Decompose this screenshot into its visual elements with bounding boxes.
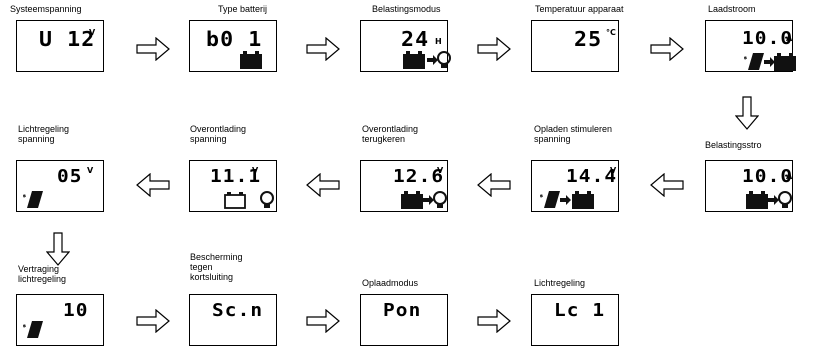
arrow-right-icon bbox=[477, 309, 511, 333]
caption-opladen-stimuleren: Opladen stimuleren spanning bbox=[534, 124, 613, 144]
arrow-right-icon bbox=[477, 37, 511, 61]
solar-panel-icon bbox=[540, 191, 560, 208]
lcd-value: 11.1 bbox=[210, 166, 262, 187]
caption-laadstroom: Laadstroom bbox=[708, 4, 756, 14]
lcd-belastingsstroom: 10.0 A bbox=[705, 160, 793, 212]
lcd-value: 05 bbox=[57, 166, 83, 187]
battery-icon bbox=[746, 191, 768, 209]
battery-icon bbox=[401, 191, 423, 209]
caption-lichtregeling-spanning: Lichtregeling spanning bbox=[18, 124, 70, 144]
lcd-value: 10 bbox=[63, 300, 89, 321]
battery-icon bbox=[774, 53, 796, 71]
arrow-left-icon bbox=[477, 173, 511, 197]
arrow-right-icon bbox=[136, 37, 170, 61]
arrow-right-icon bbox=[306, 309, 340, 333]
caption-systeemspanning: Systeemspanning bbox=[10, 4, 82, 14]
lcd-value: Lc 1 bbox=[554, 300, 606, 321]
caption-overontlading-spanning: Overontlading spanning bbox=[190, 124, 247, 144]
battery-outline-icon bbox=[224, 192, 246, 209]
lcd-systeemspanning: U 12 V bbox=[16, 20, 104, 72]
lcd-unit: A bbox=[786, 172, 793, 181]
battery-icon bbox=[403, 51, 425, 69]
bulb-icon bbox=[260, 191, 274, 209]
lcd-value: Pon bbox=[383, 300, 422, 321]
lcd-value: 24 bbox=[401, 27, 430, 51]
caption-belastingsmodus: Belastingsmodus bbox=[372, 4, 441, 14]
lcd-unit: V bbox=[252, 166, 259, 175]
solar-panel-icon bbox=[23, 321, 43, 338]
lcd-value: U 12 bbox=[39, 27, 96, 51]
lcd-bescherming: Sc.n bbox=[189, 294, 277, 346]
caption-overontlading-terugkeren: Overontlading terugkeren bbox=[362, 124, 419, 144]
caption-temperatuur: Temperatuur apparaat bbox=[535, 4, 624, 14]
arrow-right-icon bbox=[560, 195, 571, 205]
arrow-down-icon bbox=[735, 96, 759, 130]
caption-type-batterij: Type batterij bbox=[218, 4, 268, 14]
lcd-unit: V bbox=[610, 166, 617, 175]
lcd-lichtregeling: Lc 1 bbox=[531, 294, 619, 346]
lcd-value: b0 1 bbox=[206, 27, 263, 51]
battery-icon bbox=[572, 191, 594, 209]
solar-panel-icon bbox=[23, 191, 43, 208]
lcd-temperatuur: 25 °C bbox=[531, 20, 619, 72]
lcd-overontlading-terugkeren: 12.6 V bbox=[360, 160, 448, 212]
arrow-left-icon bbox=[306, 173, 340, 197]
caption-vertraging: Vertraging lichtregeling bbox=[18, 264, 67, 284]
lcd-value: 10.0 bbox=[742, 28, 794, 49]
bulb-icon bbox=[433, 191, 447, 209]
arrow-left-icon bbox=[650, 173, 684, 197]
lcd-unit: V bbox=[89, 28, 96, 37]
solar-panel-icon bbox=[744, 53, 764, 70]
lcd-belastingsmodus: 24 H bbox=[360, 20, 451, 72]
arrow-right-icon bbox=[306, 37, 340, 61]
lcd-opladen-stimuleren: 14.4 V bbox=[531, 160, 619, 212]
lcd-value: 10.0 bbox=[742, 166, 794, 187]
lcd-vertraging: 10 bbox=[16, 294, 104, 346]
lcd-unit: A bbox=[786, 34, 793, 43]
arrow-left-icon bbox=[136, 173, 170, 197]
lcd-value: Sc.n bbox=[212, 300, 264, 321]
lcd-unit: H bbox=[435, 37, 442, 46]
bulb-icon bbox=[437, 51, 451, 69]
caption-oplaadmodus: Oplaadmodus bbox=[362, 278, 419, 288]
arrow-right-icon bbox=[136, 309, 170, 333]
lcd-unit: V bbox=[87, 166, 94, 175]
lcd-lichtregeling-spanning: 05 V bbox=[16, 160, 104, 212]
lcd-value: 25 bbox=[574, 27, 603, 51]
arrow-down-icon bbox=[46, 232, 70, 266]
lcd-unit: °C bbox=[606, 28, 616, 37]
caption-lichtregeling: Lichtregeling bbox=[534, 278, 586, 288]
caption-belastingsstro: Belastingsstro bbox=[705, 140, 762, 150]
lcd-type-batterij: b0 1 bbox=[189, 20, 277, 72]
bulb-icon bbox=[778, 191, 792, 209]
lcd-value: 12.6 bbox=[393, 166, 445, 187]
lcd-overontlading-spanning: 11.1 V bbox=[189, 160, 277, 212]
lcd-oplaadmodus: Pon bbox=[360, 294, 448, 346]
battery-icon bbox=[240, 51, 262, 69]
lcd-laadstroom: 10.0 A bbox=[705, 20, 796, 72]
lcd-value: 14.4 bbox=[566, 166, 618, 187]
lcd-unit: V bbox=[437, 166, 444, 175]
arrow-right-icon bbox=[650, 37, 684, 61]
caption-bescherming: Bescherming tegen kortsluiting bbox=[190, 252, 243, 282]
